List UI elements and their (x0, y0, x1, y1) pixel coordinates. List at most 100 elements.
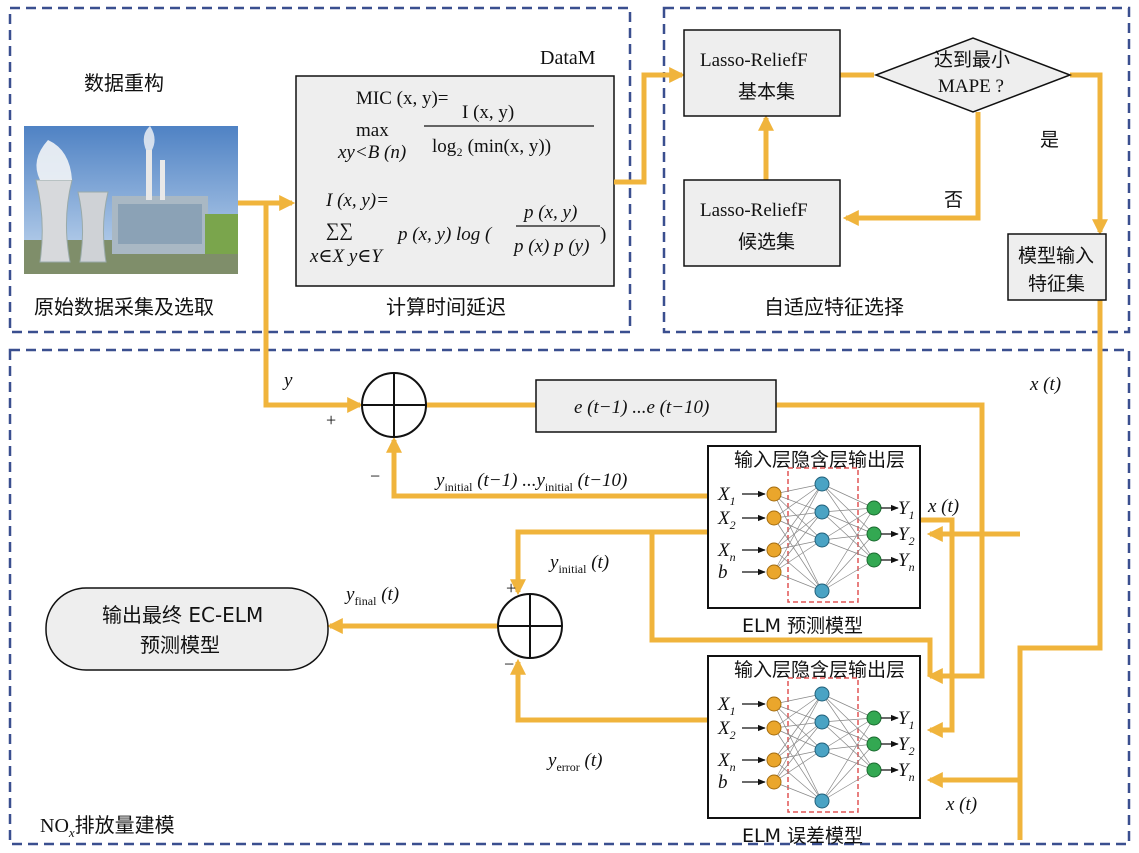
elm-err-connection (821, 717, 875, 751)
elm-err-connection (773, 721, 823, 783)
svg-text:I (x, y)=: I (x, y)= (325, 190, 389, 211)
svg-text:): ) (600, 224, 606, 245)
svg-text:MIC (x, y)=: MIC (x, y)= (356, 88, 449, 109)
elm-err-connection (821, 721, 875, 771)
model-input-box (1007, 233, 1107, 301)
elm-pred-connection (773, 517, 823, 541)
elm-err-connection (773, 721, 823, 761)
elm-err-connection (821, 693, 875, 771)
svg-text:p (x, y) log (: p (x, y) log ( (396, 224, 493, 245)
output-model-line-2: 预测模型 (140, 633, 220, 657)
xt-label-top: x (t) (1029, 374, 1061, 395)
elm-pred-caption: ELM 预测模型 (742, 615, 863, 637)
section-borders (8, 6, 1131, 846)
raw-data-label: 原始数据采集及选取 (34, 295, 214, 319)
elm-err-connection (821, 693, 875, 745)
elm-err-connection (773, 727, 823, 802)
elm-pred-connection (821, 559, 875, 592)
elm-err-hidden-node (814, 686, 830, 702)
plus-top: + (326, 410, 336, 430)
no-label: 否 (944, 189, 963, 211)
elm-err-connection (773, 693, 823, 761)
elm-pred-connection (773, 483, 823, 519)
elm-pred-layers-title: 输入层隐含层输出层 (734, 449, 905, 471)
elm-err-connection (821, 693, 875, 719)
elm-err-hidden-layer-box (787, 677, 859, 813)
elm-err-connection (821, 743, 875, 802)
elm-pred-connection (773, 483, 823, 573)
output-model-box (45, 587, 329, 671)
elm-pred-input-node (766, 564, 782, 580)
elm-pred-connection (821, 483, 875, 535)
elm-err-hidden-node (814, 742, 830, 758)
power-plant-photo (24, 126, 238, 274)
elm-err-hidden-node (814, 793, 830, 809)
svg-text:xy<B (n): xy<B (n) (337, 142, 406, 163)
elm-err-layers-title: 输入层隐含层输出层 (734, 659, 905, 681)
elm-pred-connection (773, 539, 823, 551)
elm-err-output-node (866, 736, 882, 752)
minus-bottom: − (504, 654, 514, 674)
adaptive-selection-section (662, 6, 1131, 334)
basic-set-box (683, 29, 841, 117)
elm-err-caption: ELM 误差模型 (742, 825, 863, 847)
datam-label: DataM (540, 47, 596, 69)
svg-text:∑∑: ∑∑ (326, 220, 353, 241)
y-initial-label: yinitial (t) (548, 552, 609, 576)
decision-line-2: MAPE ? (938, 76, 1004, 97)
adaptive-selection-label: 自适应特征选择 (764, 295, 904, 319)
elm-pred-connection (821, 507, 875, 541)
minus-top: − (370, 466, 380, 486)
formula-box (295, 75, 615, 287)
elm-pred-hidden-node (814, 532, 830, 548)
elm-err-connection (773, 721, 823, 729)
elm-err-output-node (866, 762, 882, 778)
elm-err-hidden-node (814, 714, 830, 730)
y-error-label: yerror (t) (546, 750, 602, 774)
elm-err-connection (821, 721, 875, 745)
elm-err-connection (773, 749, 823, 761)
model-input-line-1: 模型输入 (1018, 245, 1094, 267)
error-seq-label: e (t−1) ...e (t−10) (574, 397, 709, 418)
elm-pred-connection (773, 483, 823, 551)
elm-pred-connection (821, 507, 875, 513)
output-model-line-1: 输出最终 EC-ELM (102, 603, 263, 627)
xt-label-bottom: x (t) (945, 794, 977, 815)
svg-text:log₂ (min(x, y)): log₂ (min(x, y)) (432, 136, 551, 157)
elm-err-connection (773, 693, 823, 705)
elm-err-connection (821, 769, 875, 802)
svg-text:p (x, y): p (x, y) (522, 202, 577, 223)
elm-err-input-node (766, 720, 782, 736)
y-initial-seq-label: yinitial (t−1) ...yinitial (t−10) (434, 470, 627, 494)
elm-pred-output-node (866, 552, 882, 568)
elm-pred-connection (773, 517, 823, 592)
elm-pred-hidden-node (814, 476, 830, 492)
decision-diamond (873, 37, 1073, 113)
elm-pred-input-node (766, 542, 782, 558)
elm-pred-connection (773, 493, 823, 513)
elm-pred-connection (821, 483, 875, 509)
elm-pred-connection (821, 483, 875, 561)
model-input-line-2: 特征集 (1028, 273, 1085, 295)
data-reconstruction-section (8, 6, 632, 334)
elm-pred-connection (773, 511, 823, 573)
elm-pred-connection (773, 511, 823, 551)
candidate-subtitle: 候选集 (738, 231, 795, 253)
elm-err-connection (821, 717, 875, 802)
elm-pred-connection (821, 507, 875, 592)
elm-err-input-node (766, 774, 782, 790)
yes-label: 是 (1040, 129, 1059, 151)
elm-pred-connection (821, 533, 875, 592)
decision-line-1: 达到最小 (934, 49, 1010, 71)
elm-pred-hidden-layer-box (787, 467, 859, 603)
elm-err-input-node (766, 696, 782, 712)
basic-set-subtitle: 基本集 (738, 81, 795, 103)
elm-err-connection (821, 717, 875, 723)
elm-pred-connection (821, 511, 875, 535)
svg-text:x∈X y∈Y: x∈X y∈Y (309, 246, 384, 267)
elm-pred-connection (773, 511, 823, 519)
sum-junction-top (361, 372, 427, 438)
elm-err-input-node (766, 752, 782, 768)
